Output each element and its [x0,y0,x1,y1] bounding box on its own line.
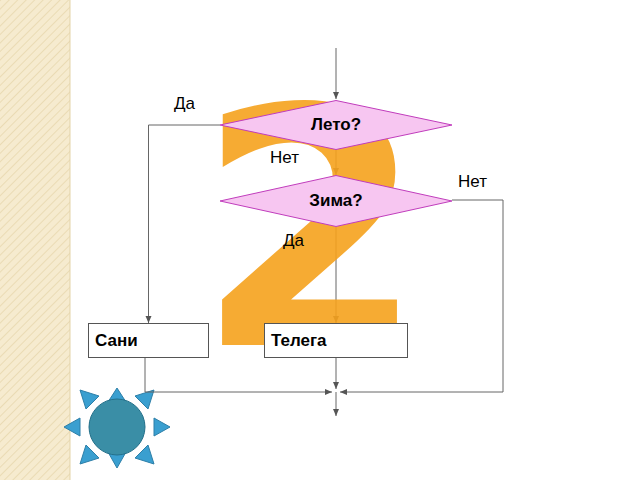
action-text: Телега [271,331,327,351]
decision-diamond: Зима? [220,175,452,227]
decision-diamond: Лето? [220,100,452,150]
branch-label: Да [174,94,195,114]
action-text: Сани [95,331,138,351]
sun-icon [64,388,170,468]
side-band [0,0,70,480]
branch-label: Да [283,231,304,251]
condition-text: Зима? [309,191,362,211]
side-band-edge [70,0,71,480]
branch-label: Нет [458,172,487,192]
condition-text: Лето? [311,115,361,135]
process-box: Телега [264,323,408,358]
branch-label: Нет [270,148,299,168]
process-box: Сани [88,323,209,358]
